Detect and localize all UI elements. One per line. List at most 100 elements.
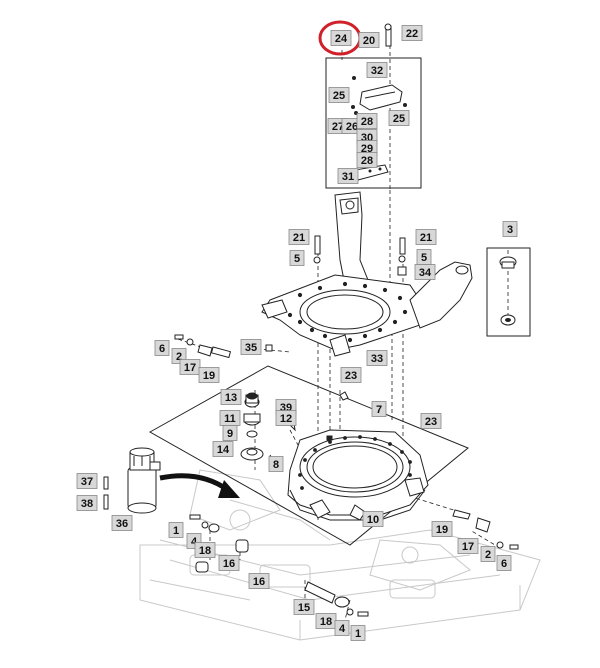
callout-37: 37 xyxy=(76,473,98,489)
callout-number: 16 xyxy=(253,576,265,588)
callout-number: 23 xyxy=(345,370,357,382)
callout-box xyxy=(457,538,479,554)
callout-number: 36 xyxy=(116,518,128,530)
gear-stack-parts xyxy=(240,344,349,471)
callout-3: 3 xyxy=(502,221,518,237)
callout-6: 6 xyxy=(154,340,170,356)
callout-21: 21 xyxy=(415,229,437,245)
callout-box xyxy=(76,473,98,489)
callout-32: 32 xyxy=(366,62,388,78)
callout-box xyxy=(496,555,512,571)
callout-box xyxy=(350,625,366,641)
callout-25: 25 xyxy=(388,110,410,126)
callout-19: 19 xyxy=(198,367,220,383)
callout-number: 7 xyxy=(376,404,382,416)
callout-number: 14 xyxy=(217,444,230,456)
motor-bolts xyxy=(103,476,109,510)
callout-box xyxy=(248,573,270,589)
callout-18: 18 xyxy=(315,613,337,629)
callout-box xyxy=(415,229,437,245)
callout-number: 31 xyxy=(342,171,354,183)
callout-box xyxy=(358,32,380,48)
callout-17: 17 xyxy=(179,359,201,375)
callout-28: 28 xyxy=(356,152,378,168)
callout-24: 24 xyxy=(330,30,352,46)
callout-number: 1 xyxy=(173,525,179,537)
callout-number: 18 xyxy=(199,545,211,557)
swing-bearing xyxy=(287,429,429,521)
callout-box xyxy=(431,521,453,537)
callout-19: 19 xyxy=(431,521,453,537)
callout-box xyxy=(194,542,216,558)
callout-number: 15 xyxy=(298,602,310,614)
callout-21: 21 xyxy=(288,229,310,245)
callout-number: 16 xyxy=(223,558,235,570)
callout-number: 25 xyxy=(393,113,405,125)
callout-number: 12 xyxy=(280,413,292,425)
callout-number: 4 xyxy=(191,536,198,548)
callout-box xyxy=(362,511,384,527)
callout-number: 29 xyxy=(361,143,373,155)
callout-box xyxy=(414,264,436,280)
callout-4: 4 xyxy=(334,620,350,636)
callout-number: 21 xyxy=(293,232,305,244)
callout-number: 3 xyxy=(507,224,513,236)
callout-box xyxy=(366,62,388,78)
callout-box xyxy=(275,410,297,426)
callout-box xyxy=(366,350,388,366)
callout-number: 28 xyxy=(361,116,373,128)
callout-number: 20 xyxy=(363,35,375,47)
callout-box xyxy=(154,340,170,356)
callout-number: 22 xyxy=(406,28,418,40)
callout-box xyxy=(337,168,359,184)
callout-box xyxy=(388,110,410,126)
callout-12: 12 xyxy=(275,410,297,426)
callout-28: 28 xyxy=(356,113,378,129)
callout-25: 25 xyxy=(328,87,350,103)
callout-number: 11 xyxy=(224,413,236,425)
callout-number: 6 xyxy=(501,558,507,570)
callout-38: 38 xyxy=(76,495,98,511)
callout-box xyxy=(220,389,242,405)
callout-33: 33 xyxy=(366,350,388,366)
callout-box xyxy=(340,367,362,383)
callout-number: 24 xyxy=(335,33,348,45)
callout-2: 2 xyxy=(480,546,496,562)
bolts-upper xyxy=(313,235,407,276)
callout-box xyxy=(356,152,378,168)
callout-number: 19 xyxy=(203,370,215,382)
swing-frame xyxy=(261,261,473,357)
callout-23: 23 xyxy=(420,413,442,429)
callout-number: 21 xyxy=(420,232,432,244)
callout-13: 13 xyxy=(220,389,242,405)
bolts-lower xyxy=(189,509,519,617)
bolts-left xyxy=(174,334,232,359)
callout-number: 18 xyxy=(320,616,332,628)
callout-11: 11 xyxy=(219,410,241,426)
callout-14: 14 xyxy=(212,441,234,457)
callout-36: 36 xyxy=(111,515,133,531)
callout-box xyxy=(222,425,238,441)
callout-number: 27 xyxy=(332,121,344,133)
callout-number: 2 xyxy=(176,351,182,363)
callout-number: 4 xyxy=(339,623,346,635)
callout-number: 32 xyxy=(371,65,383,77)
pin-part xyxy=(384,23,392,47)
part3-detail-box xyxy=(486,247,531,337)
callout-16: 16 xyxy=(218,555,240,571)
callout-1: 1 xyxy=(168,522,184,538)
callout-box xyxy=(502,221,518,237)
cylinder-holder xyxy=(334,191,369,286)
callout-number: 2 xyxy=(485,549,491,561)
callout-9: 9 xyxy=(222,425,238,441)
callout-box xyxy=(111,515,133,531)
callout-8: 8 xyxy=(268,456,284,472)
callout-number: 10 xyxy=(367,514,379,526)
callout-box xyxy=(240,339,262,355)
callout-number: 17 xyxy=(462,541,474,553)
callout-15: 15 xyxy=(293,599,315,615)
callout-10: 10 xyxy=(362,511,384,527)
callout-box xyxy=(268,456,284,472)
